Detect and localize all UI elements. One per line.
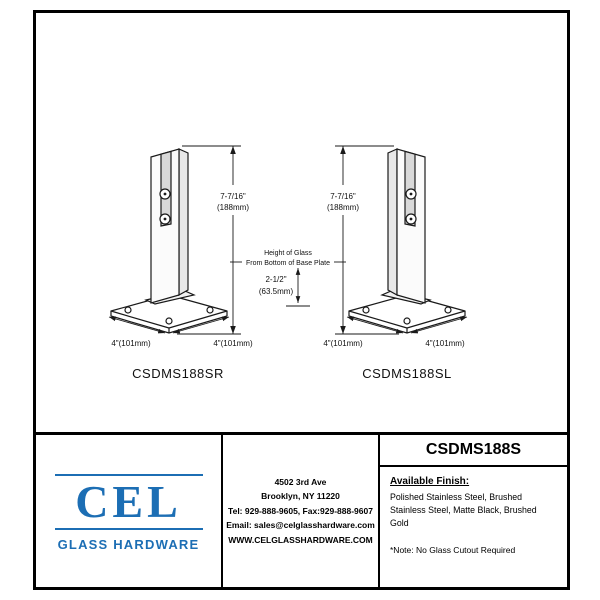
left-height-dim-mm: (188mm) [217, 203, 249, 212]
brand-name: CEL [75, 475, 182, 527]
title-block: CEL GLASS HARDWARE 4502 3rd Ave Brooklyn… [36, 432, 567, 587]
drawing-area: 7-7/16" (188mm) 4"(101mm) 4"(101mm) CSDM… [36, 13, 567, 432]
part-info-block: CSDMS188S Available Finish: Polished Sta… [380, 435, 567, 587]
right-base-dim-left: 4"(101mm) [323, 339, 363, 348]
contact-website: WWW.CELGLASSHARDWARE.COM [228, 534, 373, 545]
no-cutout-note: *Note: No Glass Cutout Required [390, 545, 516, 556]
technical-drawing: 7-7/16" (188mm) 4"(101mm) 4"(101mm) CSDM… [36, 13, 567, 381]
logo-rule-top [54, 473, 203, 476]
right-part-label: CSDMS188SL [362, 366, 452, 381]
logo-block: CEL GLASS HARDWARE [36, 435, 223, 587]
brand-tagline: GLASS HARDWARE [57, 536, 200, 552]
glass-height-annotation: Height of Glass From Bottom of Base Plat… [230, 250, 346, 307]
part-number: CSDMS188S [380, 435, 567, 467]
finish-heading: Available Finish: [390, 476, 470, 487]
spigot-right-drawing: 7-7/16" (188mm) 4"(101mm) 4"(101mm) CSDM… [323, 146, 467, 381]
contact-address-line1: 4502 3rd Ave [274, 476, 327, 487]
left-base-dim-right: 4"(101mm) [213, 339, 253, 348]
contact-email: Email: sales@celglasshardware.com [226, 520, 375, 531]
right-height-dim-inches: 7-7/16" [330, 192, 356, 201]
spigot-left-drawing: 7-7/16" (188mm) 4"(101mm) 4"(101mm) CSDM… [109, 146, 253, 381]
left-base-dim-left: 4"(101mm) [111, 339, 151, 348]
part-details: Available Finish: Polished Stainless Ste… [380, 467, 567, 587]
glass-height-dim-inches: 2-1/2" [265, 275, 286, 284]
left-height-dim-inches: 7-7/16" [220, 192, 246, 201]
right-base-dim-right: 4"(101mm) [425, 339, 465, 348]
glass-height-note-line1: Height of Glass [264, 250, 312, 257]
left-part-label: CSDMS188SR [132, 366, 224, 381]
logo-rule-bottom [54, 527, 203, 530]
contact-block: 4502 3rd Ave Brooklyn, NY 11220 Tel: 929… [223, 435, 380, 587]
spec-sheet: 7-7/16" (188mm) 4"(101mm) 4"(101mm) CSDM… [33, 10, 570, 590]
finish-list: Polished Stainless Steel, Brushed Stainl… [390, 492, 537, 528]
glass-height-dim-mm: (63.5mm) [259, 287, 294, 296]
contact-address-line2: Brooklyn, NY 11220 [261, 491, 340, 502]
contact-phone-fax: Tel: 929-888-9605, Fax:929-888-9607 [228, 505, 373, 516]
right-height-dim-mm: (188mm) [327, 203, 359, 212]
glass-height-note-line2: From Bottom of Base Plate [246, 260, 330, 267]
